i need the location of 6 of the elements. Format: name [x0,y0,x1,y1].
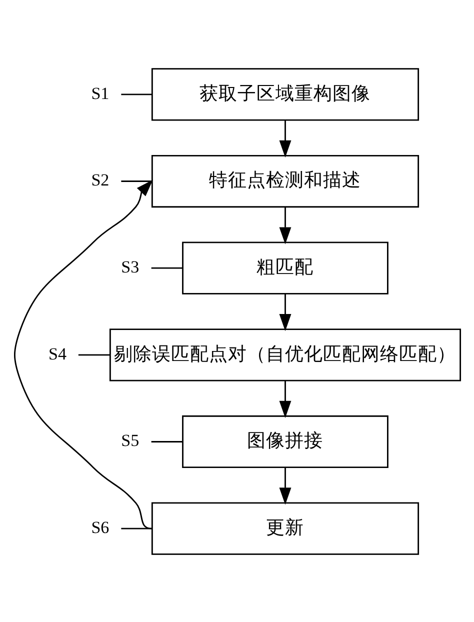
node-text: S5 [120,430,139,450]
node-text: S2 [90,170,109,190]
node-text: S1 [90,83,109,102]
node-text: S4 [48,344,66,363]
node-text: S3 [120,257,139,276]
node-text: S6 [90,517,109,536]
